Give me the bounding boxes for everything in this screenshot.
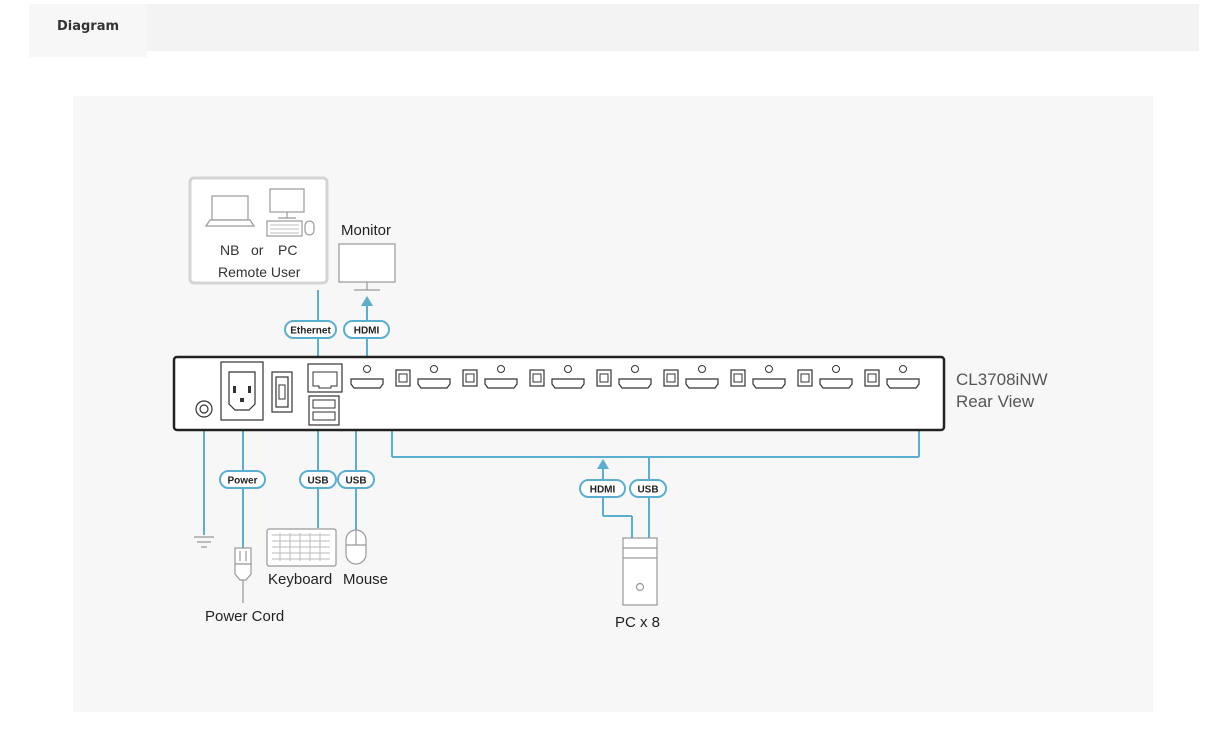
ethernet-port — [307, 363, 343, 393]
svg-text:USB: USB — [345, 476, 366, 487]
pc-port-pair — [596, 365, 652, 389]
cable-tag-usb-mouse: USB — [337, 470, 375, 489]
mouse-label: Mouse — [343, 571, 388, 588]
pc-port-pair — [730, 365, 786, 389]
arrow-up-icon — [597, 459, 609, 469]
svg-text:Ethernet: Ethernet — [290, 326, 331, 337]
usb-console-ports — [308, 395, 340, 426]
pc-port-pair — [797, 365, 853, 389]
keyboard-label: Keyboard — [268, 571, 332, 588]
or-label: or — [251, 242, 264, 258]
monitor-label: Monitor — [341, 222, 391, 239]
cable-tag-usb-pc: USB — [629, 479, 667, 498]
device-view-label: Rear View — [956, 392, 1035, 411]
ground-icon — [194, 536, 214, 548]
arrow-up-icon — [361, 296, 373, 306]
svg-text:HDMI: HDMI — [590, 485, 616, 496]
diagram-panel: NB or PC Remote User Monitor — [73, 96, 1153, 712]
kvm-switch-rear — [172, 355, 946, 432]
ground-terminal — [195, 400, 213, 418]
tab-diagram[interactable]: Diagram — [29, 4, 147, 57]
monitor: Monitor — [338, 222, 396, 291]
cable-tag-hdmi-monitor: HDMI — [343, 320, 390, 339]
svg-text:HDMI: HDMI — [354, 326, 380, 337]
pc-port-pair — [462, 365, 518, 389]
desktop-pc-icon — [266, 188, 315, 237]
svg-text:USB: USB — [637, 485, 658, 496]
pc-tower-icon — [622, 537, 658, 606]
cable-tag-hdmi-pc: HDMI — [579, 479, 626, 498]
nb-label: NB — [220, 242, 239, 258]
power-switch — [271, 371, 293, 413]
console-hdmi-port — [350, 365, 384, 389]
pc-count-label: PC x 8 — [615, 614, 660, 631]
cable-tag-power: Power — [219, 470, 266, 489]
keyboard-icon — [266, 528, 337, 567]
tab-bar: Diagram — [29, 4, 1199, 57]
cable-tag-ethernet: Ethernet — [284, 320, 337, 339]
remote-user-caption: Remote User — [218, 264, 301, 280]
pc-label: PC — [278, 242, 297, 258]
connection-diagram: NB or PC Remote User Monitor — [172, 176, 1048, 631]
svg-text:USB: USB — [307, 476, 328, 487]
power-cord-label: Power Cord — [205, 608, 284, 625]
monitor-icon — [338, 243, 396, 291]
pc-port-pair — [395, 365, 451, 389]
pc-port-pair — [864, 365, 920, 389]
power-inlet — [220, 361, 264, 421]
pc-port-pair — [663, 365, 719, 389]
svg-text:Power: Power — [227, 476, 257, 487]
pc-port-pair — [529, 365, 585, 389]
mouse-icon — [345, 529, 367, 565]
power-plug-icon — [234, 547, 252, 603]
cable-tag-usb-keyboard: USB — [299, 470, 337, 489]
remote-user-box: NB or PC Remote User — [188, 176, 329, 285]
laptop-icon — [204, 195, 256, 227]
device-model-label: CL3708iNW — [956, 370, 1048, 389]
